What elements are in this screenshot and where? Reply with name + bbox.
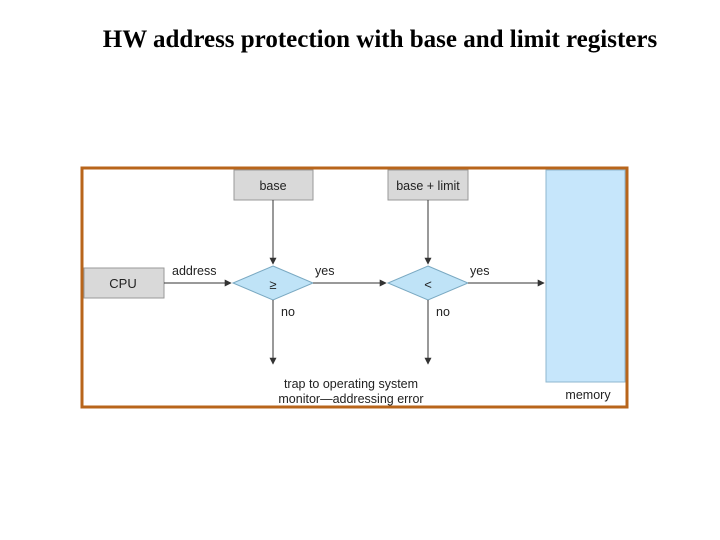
base-register (233, 169, 314, 201)
cpu-box (83, 267, 165, 299)
cpu-label: CPU (109, 276, 136, 291)
compare-ge-symbol: ≥ (269, 277, 276, 292)
memory-label: memory (565, 388, 611, 402)
yes-label-1: yes (315, 264, 334, 278)
limit-register (387, 169, 469, 201)
limit-register-label: base + limit (396, 179, 460, 193)
base-register-label: base (259, 179, 286, 193)
address-label: address (172, 264, 216, 278)
trap-text-line-1: trap to operating system (284, 377, 418, 391)
diagram-frame (80, 166, 629, 409)
trap-text-line-2: monitor—addressing error (278, 392, 423, 406)
page-title: HW address protection with base and limi… (102, 26, 658, 53)
memory-block (545, 169, 626, 383)
yes-label-2: yes (470, 264, 489, 278)
no-label-1: no (281, 305, 295, 319)
compare-lt-symbol: < (424, 277, 432, 292)
no-label-2: no (436, 305, 450, 319)
